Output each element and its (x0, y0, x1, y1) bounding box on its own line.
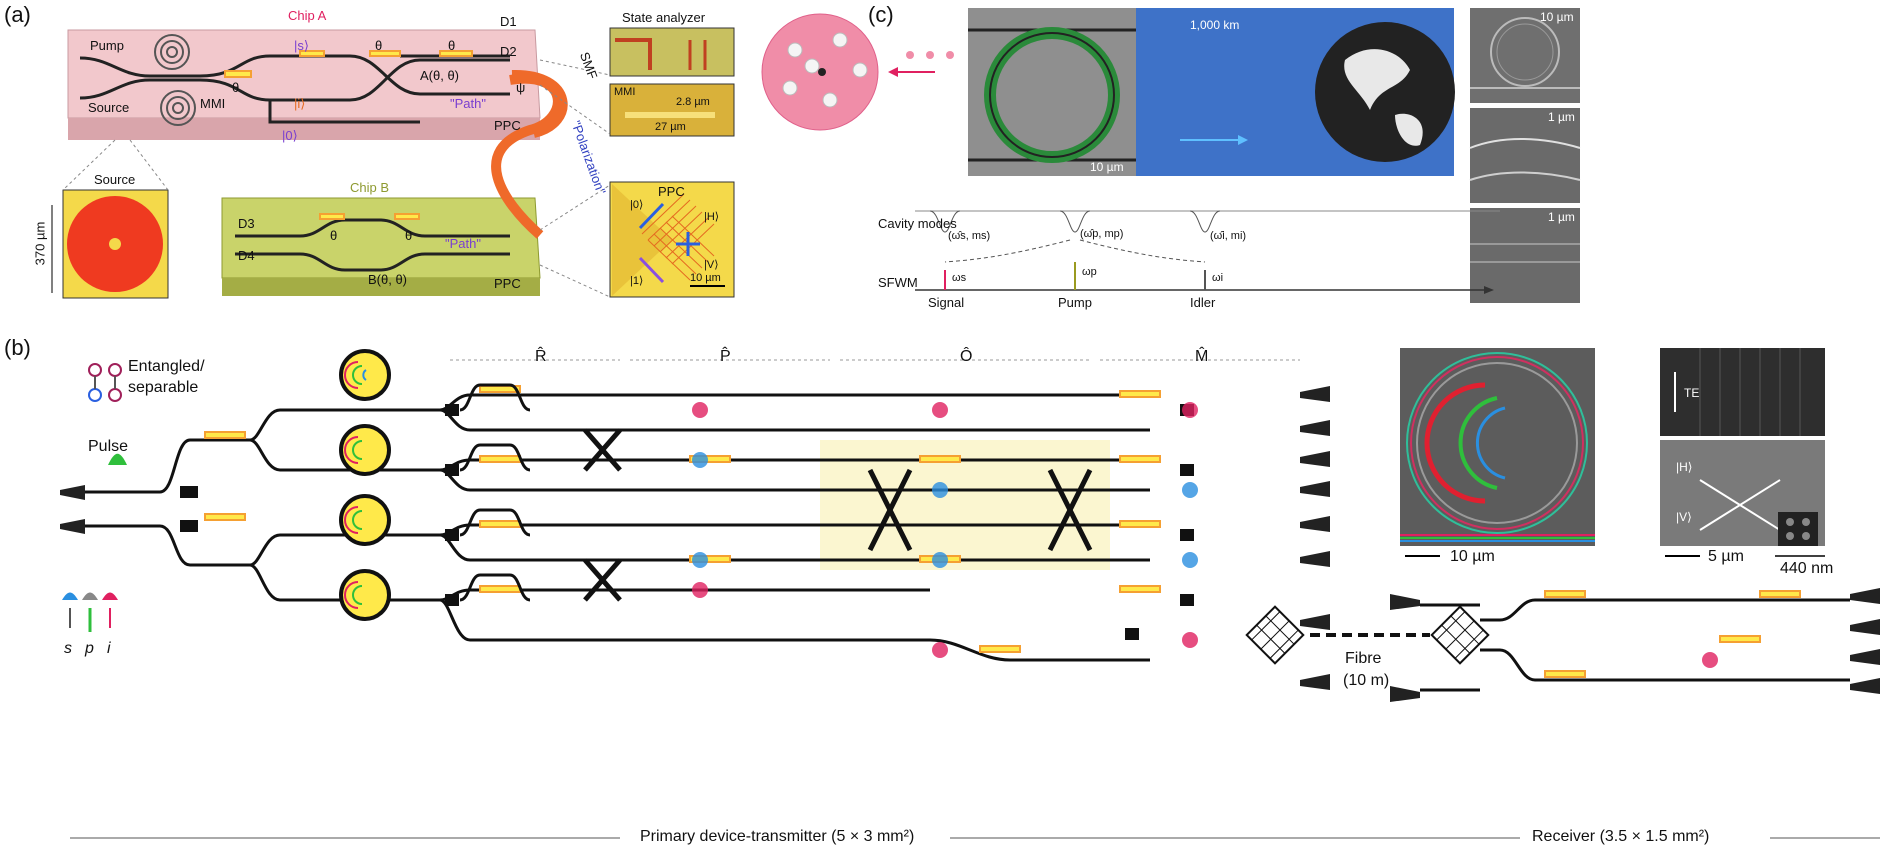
legend-i: i (107, 640, 111, 657)
p-hat-label: P̂ (720, 348, 731, 365)
mode-i-label: (ω̂i, mi) (1210, 230, 1247, 242)
cavity-modes-label: Cavity modes (878, 216, 957, 231)
chip-a-label: Chip A (288, 8, 327, 23)
omega-s-label: ωs (952, 272, 967, 284)
theta-xy-label: θ (232, 80, 240, 95)
theta-by-label: θ (405, 228, 413, 243)
chip-b-label: Chip B (350, 180, 390, 195)
state-analyzer-title: State analyzer (622, 10, 706, 25)
omega-p-label: ωp (1082, 266, 1097, 278)
legend-p: p (85, 640, 94, 657)
pump-label-c: Pump (1058, 295, 1092, 310)
mmi-label: MMI (200, 96, 226, 111)
scale-5-label: 5 µm (1708, 548, 1744, 565)
signal-label: Signal (928, 295, 965, 310)
omega-i-label: ωi (1212, 272, 1224, 284)
d4-label: D4 (238, 248, 255, 263)
phi-label: ψ (516, 80, 526, 95)
te-label: TE (1684, 386, 1700, 400)
fibre-label: Fibre (1345, 650, 1382, 667)
d2-label: D2 (500, 44, 517, 59)
ppc-label-a: PPC (494, 118, 521, 133)
source-inset-title: Source (94, 172, 136, 187)
mode-s-label: (ω̂s, ms) (948, 230, 991, 242)
entangled-label: Entangled/ (128, 358, 205, 375)
source-label: Source (88, 100, 130, 115)
r-hat-label: R̂ (535, 348, 547, 365)
path-label: "Path" (450, 96, 486, 111)
sfwm-label: SFWM (878, 275, 918, 290)
receiver-label: Receiver (3.5 × 1.5 mm²) (1532, 828, 1710, 845)
a-function-label: A(θ, θ) (420, 68, 460, 83)
theta-ay-label: θ (448, 38, 456, 53)
ppc-ket-0: |0⟩ (630, 199, 644, 211)
ppc-inset-title: PPC (658, 184, 685, 199)
transmitter-label: Primary device-transmitter (5 × 3 mm²) (640, 828, 915, 845)
pump-label: Pump (90, 38, 124, 53)
panel-label-c: (c) (868, 2, 894, 27)
ket-s-label: |s⟩ (294, 38, 309, 53)
distance-scale-label: 1,000 km (1190, 18, 1240, 32)
separable-label: separable (128, 379, 199, 396)
ppc-ket-v: |V⟩ (704, 259, 719, 271)
m-hat-label: M̂ (1195, 348, 1209, 365)
panel-label-a: (a) (4, 2, 31, 27)
d1-label: D1 (500, 14, 517, 29)
theta-az-label: θ (375, 38, 383, 53)
ring-scale-label: 10 µm (1090, 160, 1124, 174)
idler-label: Idler (1190, 295, 1216, 310)
d3-label: D3 (238, 216, 255, 231)
panel-label-b: (b) (4, 335, 31, 360)
mmi-length-label: 27 µm (655, 121, 686, 133)
sem-scale-1b: 1 µm (1548, 210, 1575, 224)
ring-scale-label-b: 10 µm (1450, 548, 1495, 565)
ppc-label-b: PPC (494, 276, 521, 291)
ket-0-label: |0⟩ (282, 128, 298, 143)
ppc-scale-label: 10 µm (690, 272, 721, 284)
mmi-width-label: 2.8 µm (676, 96, 710, 108)
ket-h-label: |H⟩ (1676, 460, 1693, 474)
o-hat-label: Ô (960, 348, 973, 365)
mmi-inset-label: MMI (614, 86, 636, 98)
b-function-label: B(θ, θ) (368, 272, 408, 287)
scale-440-label: 440 nm (1780, 560, 1834, 577)
ket-v-label: |V⟩ (1676, 510, 1692, 524)
ppc-ket-h: |H⟩ (704, 211, 720, 223)
theta-bz-label: θ (330, 228, 338, 243)
legend-s: s (64, 640, 72, 657)
path-label-b: "Path" (445, 236, 481, 251)
sem-scale-1a: 1 µm (1548, 110, 1575, 124)
ppc-ket-1: |1⟩ (630, 275, 644, 287)
pulse-label: Pulse (88, 438, 129, 455)
fibre-length-label: (10 m) (1343, 672, 1390, 689)
ket-i-label: |i⟩ (294, 96, 306, 111)
sem-scale-10: 10 µm (1540, 10, 1574, 24)
mode-p-label: (ω̂p, mp) (1080, 228, 1124, 240)
